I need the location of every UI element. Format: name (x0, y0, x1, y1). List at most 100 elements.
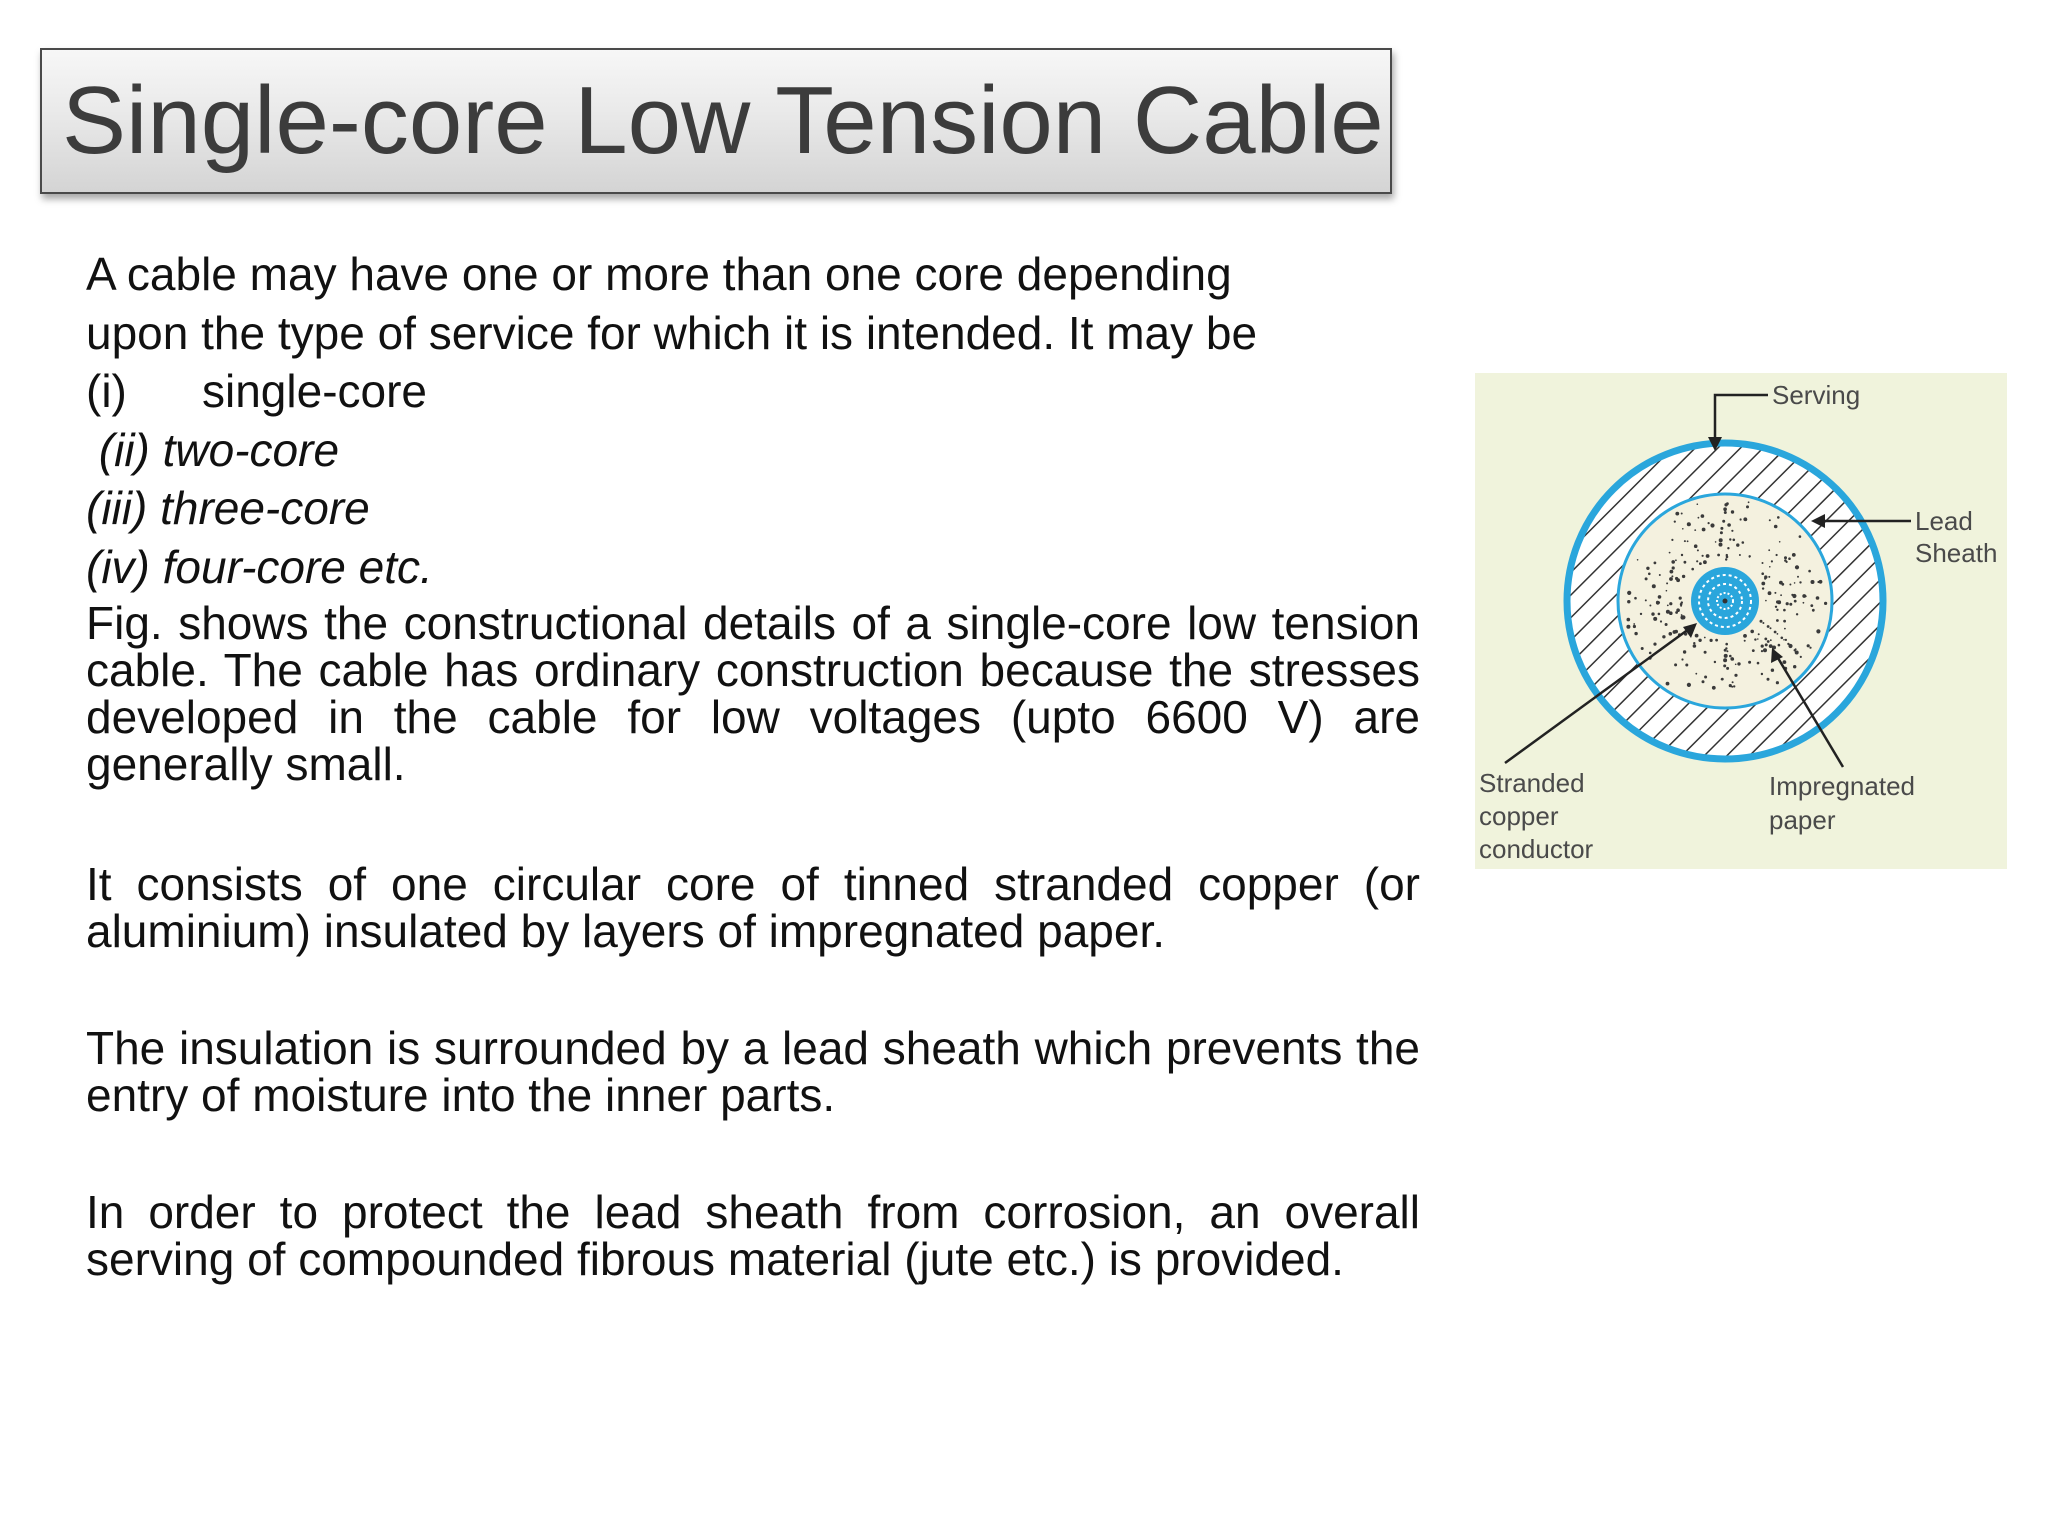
paper-dot (1775, 553, 1778, 557)
paper-dot (1680, 553, 1684, 557)
paper-dot (1743, 517, 1748, 522)
paper-dot (1626, 617, 1631, 622)
paper-dot (1769, 566, 1771, 568)
paper-dot (1679, 602, 1683, 606)
paragraph-core: It consists of one circular core of tinn… (86, 858, 1420, 957)
paper-dot (1669, 602, 1673, 606)
paper-dot (1703, 636, 1706, 639)
paper-dot (1797, 575, 1799, 578)
paper-dot (1762, 622, 1765, 624)
paper-dot (1815, 596, 1820, 600)
list-item-single-core: (i) single-core (86, 362, 1257, 421)
list-marker: (i) (86, 365, 127, 417)
paper-dot (1772, 645, 1776, 650)
paper-dot (1681, 574, 1686, 579)
label-lead: Lead (1915, 506, 1973, 536)
list-text: four-core etc. (162, 540, 433, 593)
paper-dot (1723, 648, 1727, 652)
paper-dot (1731, 681, 1734, 684)
label-sheath: Sheath (1915, 538, 1997, 568)
paper-dot (1804, 595, 1807, 598)
paper-dot (1671, 566, 1675, 570)
paper-dot (1717, 553, 1720, 557)
paper-dot (1750, 629, 1754, 634)
list-item-four-core: (iv) four-core etc. (86, 538, 1257, 597)
paper-dot (1731, 529, 1734, 532)
paper-dot (1729, 538, 1732, 541)
paper-dot (1785, 560, 1788, 563)
paper-dot (1696, 503, 1699, 505)
paper-dot (1766, 625, 1770, 628)
paper-dot (1767, 591, 1772, 596)
paper-dot (1720, 678, 1723, 681)
paper-dot (1789, 602, 1793, 606)
paper-dot (1669, 611, 1673, 615)
paper-dot (1653, 561, 1657, 565)
paper-dot (1666, 604, 1669, 607)
paper-dot (1693, 544, 1698, 548)
stranded-leader (1504, 624, 1694, 765)
paper-dot (1763, 648, 1767, 653)
paragraph-construction: Fig. shows the constructional details of… (86, 597, 1420, 790)
paper-dot (1675, 611, 1678, 614)
paper-dot (1777, 643, 1781, 647)
paper-dot (1632, 624, 1636, 629)
intro-line-1: A cable may have one or more than one co… (86, 248, 1232, 300)
impregnated-paper-dots (1626, 501, 1828, 690)
paper-dot (1761, 581, 1766, 586)
paper-dot (1789, 583, 1792, 586)
paper-dot (1657, 595, 1662, 599)
paper-dot (1788, 643, 1793, 649)
paper-dot (1681, 658, 1684, 661)
cable-diagram: Serving Lead Sheath Stranded copper cond… (1479, 380, 1997, 864)
paper-dot (1669, 569, 1674, 574)
paper-dot (1683, 560, 1687, 564)
paper-dot (1668, 632, 1673, 636)
paper-dot (1672, 630, 1677, 634)
paper-dot (1657, 612, 1661, 616)
paper-dot (1732, 538, 1736, 542)
paper-dot (1778, 541, 1781, 543)
paper-dot (1783, 619, 1786, 623)
paper-dot (1694, 529, 1697, 531)
paper-dot (1792, 593, 1797, 599)
list-item-two-core: (ii) two-core (86, 421, 1257, 480)
paper-dot (1651, 612, 1655, 616)
paper-dot (1784, 627, 1786, 630)
paper-dot (1728, 684, 1732, 688)
paper-dot (1707, 522, 1710, 525)
paper-dot (1704, 675, 1708, 679)
paper-dot (1678, 596, 1682, 600)
paper-dot (1639, 612, 1643, 616)
label-conductor: conductor (1479, 834, 1594, 864)
paper-dot (1724, 503, 1728, 507)
paper-dot (1788, 557, 1791, 560)
paper-dot (1725, 553, 1728, 557)
paper-dot (1770, 668, 1775, 672)
paper-dot (1810, 580, 1815, 584)
paper-dot (1743, 639, 1746, 642)
paper-dot (1798, 535, 1802, 538)
paper-dot (1754, 638, 1757, 641)
list-text: single-core (202, 365, 427, 417)
list-text: three-core (160, 482, 370, 534)
paper-dot (1674, 663, 1678, 667)
paper-dot (1713, 660, 1717, 664)
paper-dot (1668, 551, 1671, 554)
paper-dot (1746, 505, 1749, 509)
paper-dot (1649, 604, 1652, 607)
paper-dot (1682, 528, 1684, 530)
paper-dot (1626, 624, 1631, 629)
paper-dot (1699, 562, 1702, 565)
slide-title-box: Single-core Low Tension Cable (40, 48, 1392, 194)
paragraph-lead-sheath: The insulation is surrounded by a lead s… (86, 1022, 1420, 1121)
paper-dot (1627, 600, 1631, 604)
paper-dot (1760, 650, 1764, 653)
paper-dot (1715, 638, 1718, 642)
paper-dot (1785, 602, 1789, 606)
paper-dot (1692, 644, 1697, 648)
paper-dot (1793, 599, 1797, 603)
paper-dot (1783, 608, 1786, 612)
paper-dot (1710, 523, 1715, 528)
paper-dot (1723, 653, 1728, 658)
